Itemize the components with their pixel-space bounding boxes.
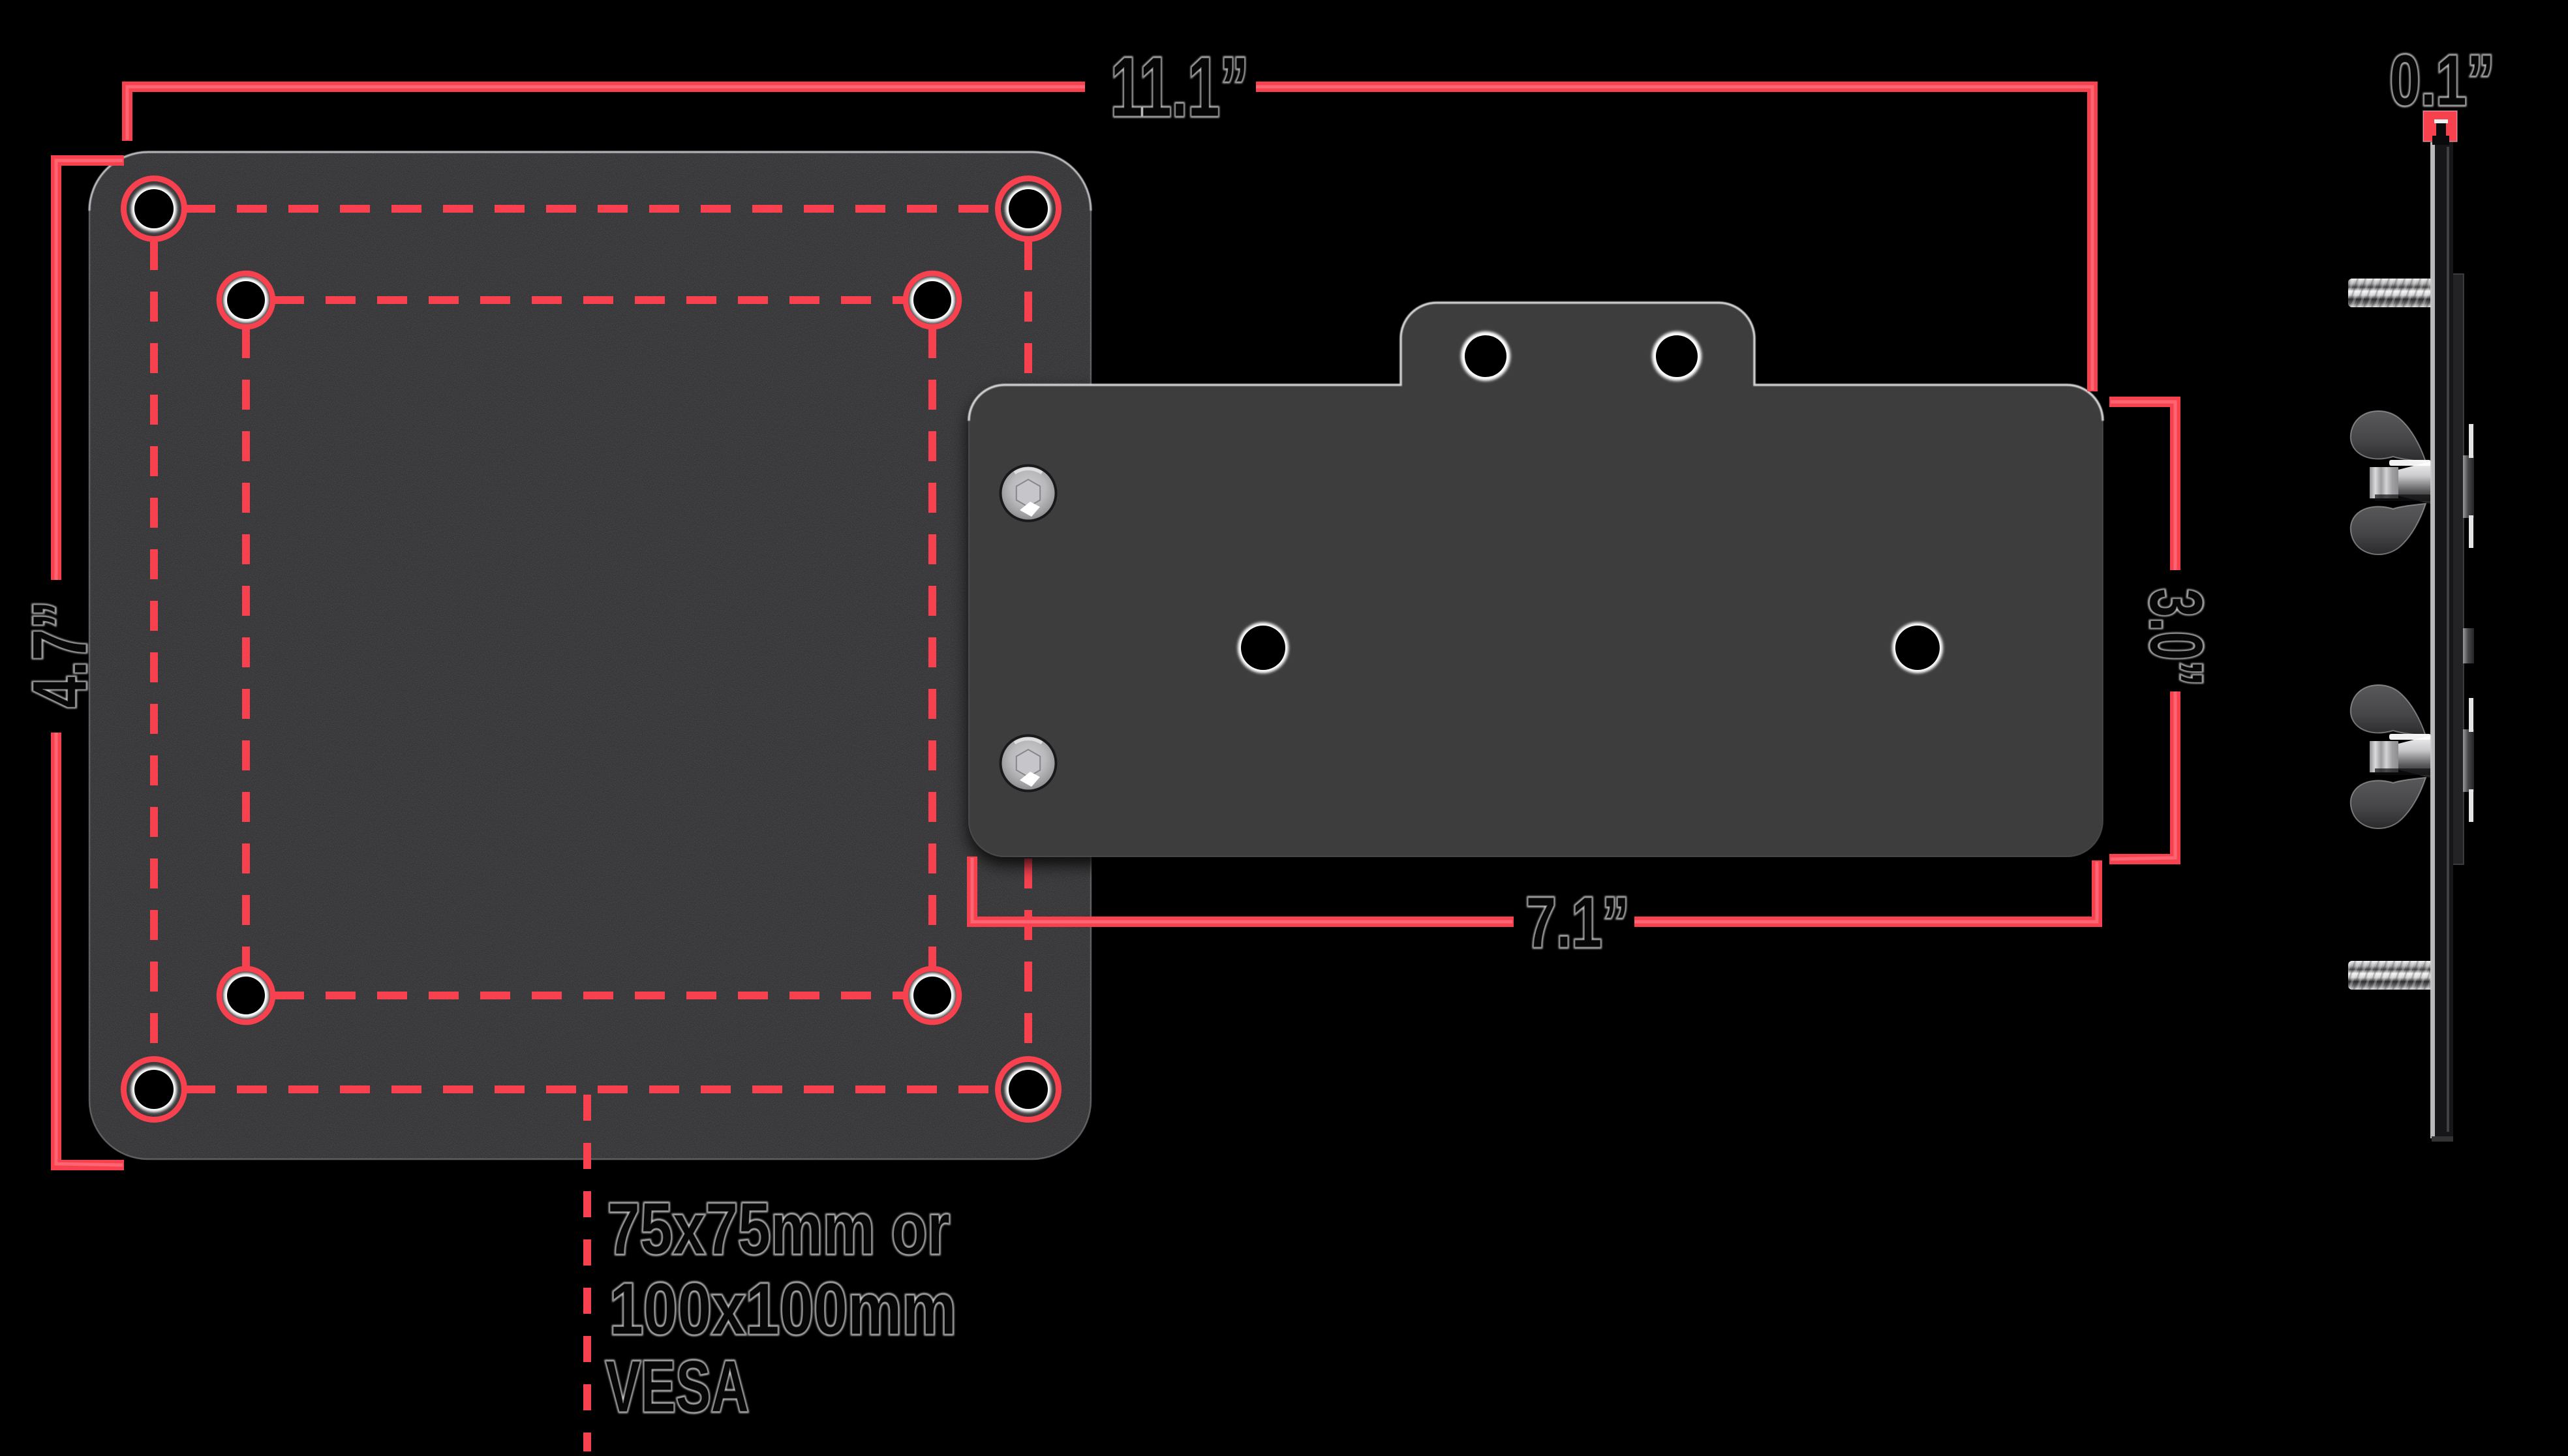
svg-text:4.7”: 4.7”	[17, 601, 103, 708]
svg-text:11.1”: 11.1”	[1110, 39, 1249, 134]
svg-text:VESA: VESA	[605, 1346, 749, 1427]
svg-text:3.0”: 3.0”	[2134, 588, 2218, 686]
svg-text:4.7”: 4.7”	[17, 601, 103, 708]
svg-text:VESA: VESA	[605, 1346, 749, 1427]
svg-text:100x100mm: 100x100mm	[609, 1268, 956, 1350]
svg-text:0.1”: 0.1”	[2390, 40, 2495, 121]
svg-text:7.1”: 7.1”	[1526, 883, 1630, 963]
svg-text:75x75mm or: 75x75mm or	[607, 1188, 950, 1269]
svg-text:11.1”: 11.1”	[1110, 39, 1249, 134]
svg-text:75x75mm or: 75x75mm or	[607, 1188, 950, 1269]
svg-text:7.1”: 7.1”	[1526, 883, 1630, 963]
svg-text:0.1”: 0.1”	[2390, 40, 2495, 121]
svg-text:100x100mm: 100x100mm	[609, 1268, 956, 1350]
svg-text:3.0”: 3.0”	[2134, 588, 2218, 686]
